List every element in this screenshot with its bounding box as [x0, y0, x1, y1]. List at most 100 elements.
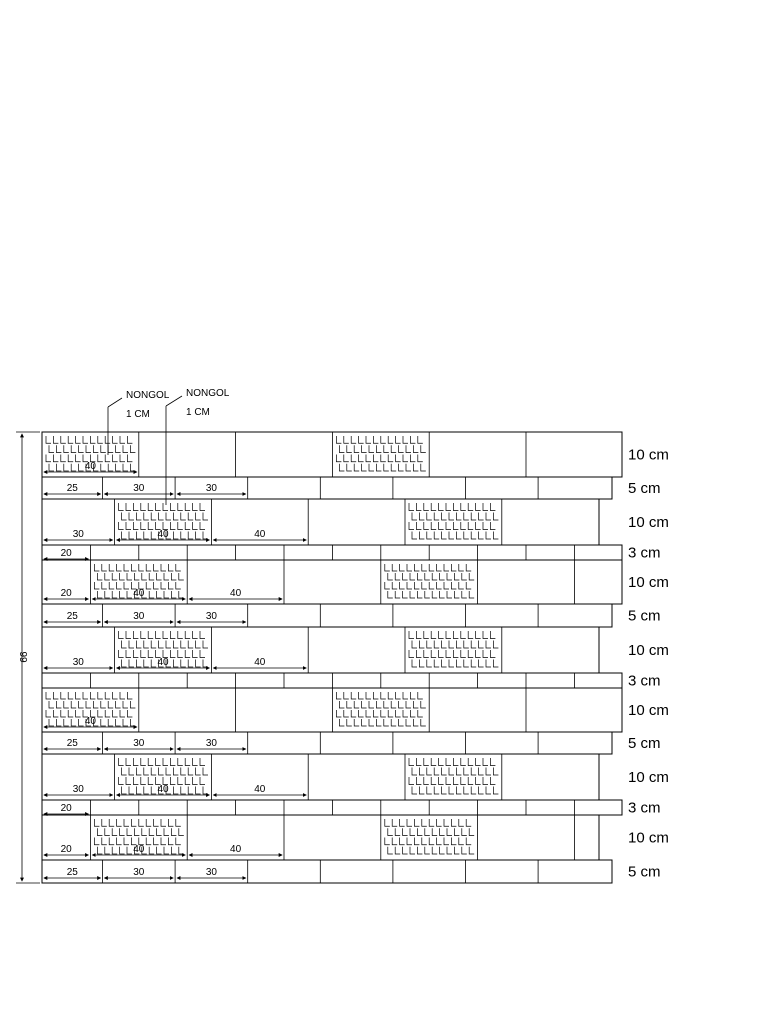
hatch-mark [140, 758, 146, 766]
hatch-mark [178, 846, 184, 855]
hatch-mark [85, 701, 91, 709]
hatch-mark [67, 454, 74, 463]
hatch-mark [376, 463, 382, 472]
hatch-mark [131, 564, 137, 572]
hatch-mark [150, 786, 157, 795]
hatch-mark [107, 445, 114, 453]
hatch-mark [134, 828, 140, 836]
hatch-mark [454, 573, 460, 581]
hatch-mark [175, 582, 181, 590]
hatch-mark [118, 650, 124, 658]
hatch-mark [383, 445, 389, 453]
hatch-mark [101, 564, 107, 572]
hatch-mark [78, 445, 84, 453]
hatch-mark [346, 701, 352, 709]
hatch-mark [458, 819, 464, 827]
hatch-mark [184, 777, 191, 785]
hatch-mark [436, 564, 442, 572]
hatch-mark [53, 454, 59, 463]
hatch-mark [202, 767, 208, 776]
hatch-mark [438, 650, 444, 658]
hatch-mark [420, 719, 426, 727]
hatch-mark [373, 692, 379, 700]
hatch-mark [160, 564, 166, 572]
hatch-mark [202, 659, 208, 668]
hatch-mark [104, 436, 111, 444]
hatch-mark [162, 503, 168, 511]
hatch-mark [368, 701, 374, 709]
dimension-label: 30 [133, 483, 145, 494]
hatch-mark [373, 436, 379, 444]
hatch-mark [94, 582, 100, 590]
hatch-mark [424, 591, 430, 599]
hatch-mark [123, 837, 129, 846]
hatch-mark [426, 531, 432, 540]
hatch-mark [177, 650, 183, 658]
hatch-mark [82, 692, 88, 700]
hatch-mark [485, 767, 491, 776]
hatch-mark [133, 650, 139, 658]
hatch-mark [133, 503, 139, 511]
hatch-mark [128, 640, 134, 649]
hatch-mark [445, 777, 451, 785]
hatch-mark [202, 531, 208, 540]
hatch-mark [451, 564, 457, 572]
hatch-mark [376, 445, 382, 453]
hatch-mark [424, 846, 430, 855]
hatch-mark [126, 846, 132, 855]
hatch-mark [410, 692, 416, 700]
hatch-mark [115, 463, 121, 472]
hatch-mark [443, 837, 449, 846]
hatch-mark [171, 828, 177, 836]
hatch-mark [410, 710, 416, 718]
hatch-mark [133, 758, 139, 766]
hatch-mark [173, 767, 179, 776]
hatch-mark [150, 640, 157, 649]
hatch-mark [136, 531, 142, 540]
callout-2-line1: NONGOL [186, 388, 230, 399]
hatch-mark [140, 631, 146, 639]
hatch-mark [443, 819, 449, 827]
hatch-mark [107, 719, 114, 727]
hatch-mark [195, 659, 201, 668]
hatch-mark [398, 463, 404, 472]
hatch-mark [111, 591, 118, 599]
hatch-mark [470, 531, 477, 540]
hatch-mark [454, 846, 460, 855]
hatch-mark [399, 837, 405, 846]
hatch-mark [141, 828, 147, 836]
hatch-mark [163, 828, 169, 836]
hatch-mark [131, 837, 137, 846]
hatch-mark [380, 692, 386, 700]
hatch-mark [468, 846, 475, 855]
hatch-mark [158, 767, 164, 776]
hatch-mark [482, 522, 488, 530]
hatch-mark [410, 454, 416, 463]
hatch-mark [465, 837, 472, 846]
hatch-mark [162, 777, 168, 785]
hatch-mark [428, 582, 435, 590]
hatch-mark [423, 777, 429, 785]
hatch-mark [467, 522, 474, 530]
hatch-mark [116, 819, 122, 827]
hatch-mark [475, 777, 481, 785]
hatch-mark [426, 640, 432, 649]
hatch-mark [350, 710, 357, 718]
hatch-mark [373, 454, 379, 463]
hatch-mark [368, 463, 374, 472]
hatch-mark [408, 503, 414, 511]
hatch-mark [104, 454, 111, 463]
dimension-label: 40 [133, 844, 145, 855]
hatch-mark [390, 719, 397, 727]
dimension-label: 40 [157, 784, 169, 795]
hatch-mark [85, 445, 91, 453]
hatch-mark [493, 659, 499, 668]
hatch-mark [153, 837, 159, 846]
hatch-mark [158, 512, 164, 521]
hatch-mark [416, 777, 422, 785]
dimension-label: 30 [73, 784, 85, 795]
hatch-mark [485, 512, 491, 521]
hatch-mark [475, 650, 481, 658]
hatch-mark [467, 631, 474, 639]
hatch-mark [395, 436, 401, 444]
